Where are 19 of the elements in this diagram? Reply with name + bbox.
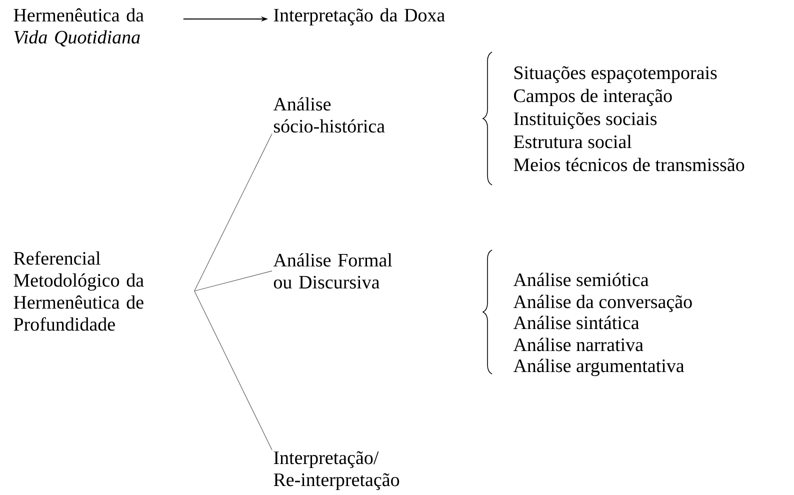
list-item: Campos de interação bbox=[514, 88, 672, 106]
list-item: Estrutura social bbox=[514, 134, 632, 148]
node-text: Análise sócio-histórica bbox=[273, 97, 385, 133]
connector-line bbox=[194, 290, 272, 450]
node-text: Referencial Metodológico da Hermenêutica de Profundidade bbox=[14, 251, 144, 331]
list-item: Instituições sociais bbox=[514, 112, 657, 130]
list-item: Análise da conversação bbox=[513, 294, 692, 312]
list-item: Meios técnicos de transmissão bbox=[514, 158, 744, 172]
connector-line bbox=[194, 270, 272, 292]
list-item: Situações espaçotemporais bbox=[514, 66, 717, 84]
list-item: Análise argumentativa bbox=[513, 358, 684, 376]
list-item: Análise narrativa bbox=[513, 338, 644, 352]
node-text: Interpretação/ Re-interpretação bbox=[274, 451, 400, 490]
node-text: Hermenêutica da Vida Quotidiana bbox=[14, 8, 144, 46]
connector-line bbox=[194, 134, 272, 292]
list-item: Análise sintática bbox=[513, 316, 640, 330]
node-text: Interpretação da Doxa bbox=[274, 8, 445, 26]
node-text: Análise Formal ou Discursiva bbox=[273, 253, 392, 289]
list-item: Análise semiótica bbox=[513, 272, 649, 286]
